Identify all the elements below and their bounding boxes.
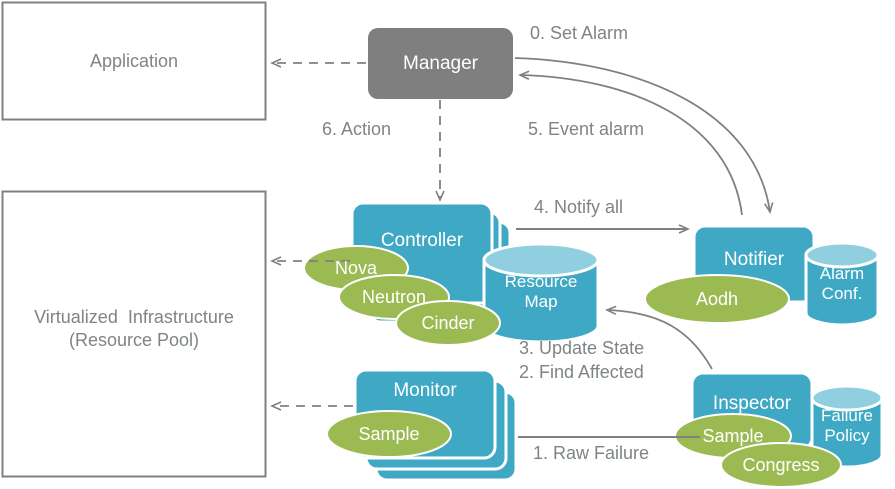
pill-nova-label: Nova xyxy=(334,258,378,278)
step-0-label: 0. Set Alarm xyxy=(530,23,629,43)
pill-congress-label: Congress xyxy=(742,455,820,475)
pill-neutron-label: Neutron xyxy=(361,287,427,307)
alarm-conf-cylinder[interactable] xyxy=(804,241,880,327)
step-2-label: 2. Find Affected xyxy=(519,362,644,382)
inspector-label: Inspector xyxy=(712,393,792,414)
step-5-label: 5. Event alarm xyxy=(528,119,645,139)
pill-aodh[interactable] xyxy=(644,274,790,324)
pill-congress[interactable] xyxy=(720,442,842,488)
infrastructure-box[interactable] xyxy=(1,190,267,478)
manager-label: Manager xyxy=(403,53,478,74)
pill-cinder[interactable] xyxy=(395,300,501,346)
notifier-label: Notifier xyxy=(723,249,785,270)
step-3-label: 3. Update State xyxy=(519,338,645,358)
application-label: Application xyxy=(89,51,179,71)
pill-sample-monitor[interactable] xyxy=(326,410,452,458)
pill-sample-monitor-label: Sample xyxy=(358,424,420,444)
failure-policy-label: Failure Policy xyxy=(821,406,873,445)
arrow-manager-to-notifier xyxy=(514,57,774,214)
pill-cinder-label: Cinder xyxy=(421,313,475,333)
pill-aodh-label: Aodh xyxy=(695,289,739,309)
resource-map-label: Resource Map xyxy=(504,272,578,311)
monitor-label: Monitor xyxy=(393,380,457,401)
arrow-notifier-to-manager xyxy=(518,70,743,216)
infrastructure-label: Virtualized Infrastructure (Resource Poo… xyxy=(34,307,234,350)
step-1-label: 1. Raw Failure xyxy=(533,443,650,463)
pill-sample-inspector-label: Sample xyxy=(702,426,764,446)
manager-box[interactable] xyxy=(368,28,513,99)
application-box[interactable] xyxy=(1,1,267,121)
arrow-inspector-to-resource-map xyxy=(605,305,713,370)
step-4-label: 4. Notify all xyxy=(534,197,624,217)
step-6-label: 6. Action xyxy=(322,119,392,139)
controller-label: Controller xyxy=(380,230,464,251)
alarm-conf-label: Alarm Conf. xyxy=(819,264,865,303)
